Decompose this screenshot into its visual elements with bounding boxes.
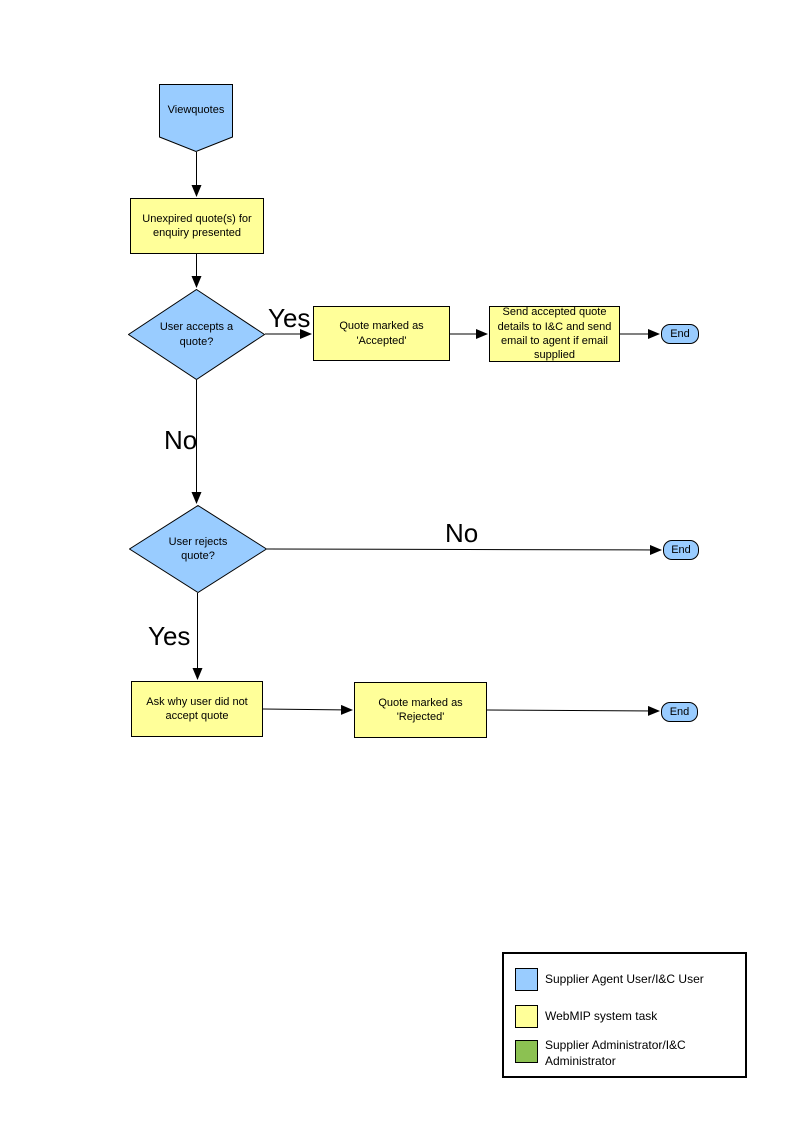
node-label: End (669, 706, 690, 718)
start-node-viewquotes: Viewquotes (159, 84, 233, 152)
node-label: Unexpired quote(s) for enquiry presented (142, 212, 252, 239)
legend-label-supplier-agent-user: Supplier Agent User/I&C User (545, 972, 704, 986)
legend-swatch-supplier-administrator (515, 1040, 538, 1063)
terminator-end-accept: End (661, 324, 699, 344)
edge-label-accepts-yes: Yes (268, 303, 311, 333)
node-label: Quote marked as 'Accepted' (339, 320, 424, 347)
node-label: End (671, 544, 691, 556)
legend-swatch-supplier-agent-user (515, 968, 538, 991)
process-unexpired-quotes: Unexpired quote(s) for enquiry presented (130, 198, 264, 254)
process-send-details: Send accepted quote details to I&C and s… (489, 306, 620, 362)
legend-label-webmip-system-task: WebMIP system task (545, 1009, 658, 1023)
node-label: Viewquotes (167, 104, 225, 117)
diamond-shape (129, 505, 267, 593)
terminator-end-reject-no: End (663, 540, 699, 560)
diamond-shape (128, 289, 265, 380)
process-quote-accepted: Quote marked as 'Accepted' (313, 306, 450, 361)
terminator-end-reject: End (661, 702, 698, 722)
legend-swatch-webmip-system-task (515, 1005, 538, 1028)
legend-label-supplier-administrator: Supplier Administrator/I&C Administrator (545, 1038, 686, 1068)
decision-user-rejects: User rejects quote? (129, 505, 267, 593)
edge-askwhy-to-rejected (262, 704, 353, 715)
node-label: Quote marked as 'Rejected' (378, 696, 463, 723)
process-ask-why: Ask why user did not accept quote (131, 681, 263, 737)
node-label: Send accepted quote details to I&C and s… (497, 306, 612, 362)
process-quote-rejected: Quote marked as 'Rejected' (354, 682, 487, 738)
edge-label-accepts-no: No (164, 425, 198, 455)
pentagon-shape (159, 84, 233, 152)
node-label: Ask why user did not accept quote (146, 695, 248, 722)
edge-rejects-no-to-end (266, 544, 662, 555)
decision-user-accepts: User accepts a quote? (128, 289, 265, 380)
edge-label-rejects-no: No (445, 518, 479, 548)
edge-rejected-to-end (486, 705, 660, 716)
edge-label-rejects-yes: Yes (148, 621, 191, 651)
node-label: User rejects quote? (168, 535, 228, 562)
node-label: User accepts a quote? (159, 321, 234, 348)
legend-box: Supplier Agent User/I&C User WebMIP syst… (502, 952, 747, 1078)
node-label: End (670, 328, 690, 340)
